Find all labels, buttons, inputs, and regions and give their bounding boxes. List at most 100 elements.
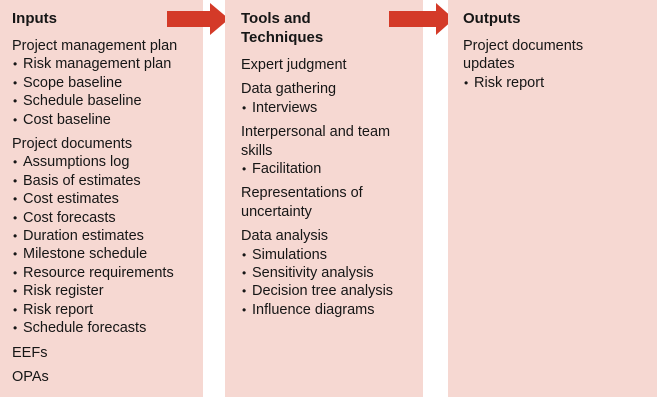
group-lead: Data analysis xyxy=(241,228,329,245)
list-item-label: Sensitivity analysis xyxy=(252,265,374,282)
bullet-icon: • xyxy=(13,94,18,109)
bullet-icon: • xyxy=(242,100,247,115)
bullet-icon: • xyxy=(13,265,18,280)
group-lead: Data gathering xyxy=(241,81,337,98)
group-lead: updates xyxy=(463,56,515,73)
group-lead: OPAs xyxy=(12,368,49,385)
list-item-label: Basis of estimates xyxy=(23,172,141,189)
right-arrow-icon xyxy=(167,3,229,35)
tools-and-techniques-group: Data gathering • Interviews xyxy=(241,80,417,117)
list-item-label: Milestone schedule xyxy=(23,246,148,263)
list-item: • Cost baseline xyxy=(12,111,197,129)
bullet-icon: • xyxy=(13,321,18,336)
list-item-label: Cost baseline xyxy=(23,111,111,128)
heading-line: Inputs xyxy=(12,10,57,27)
bullet-icon: • xyxy=(464,75,469,90)
arrow-shape xyxy=(389,3,454,35)
list-item: • Decision tree analysis xyxy=(241,282,417,300)
group-lead: Expert judgment xyxy=(241,57,347,73)
bullet-icon: • xyxy=(13,173,18,188)
list-item-label: Influence diagrams xyxy=(252,301,375,318)
list-item: • Sensitivity analysis xyxy=(241,264,417,282)
list-item-label: Simulations xyxy=(252,246,327,263)
list-item-label: Risk report xyxy=(23,301,94,318)
list-item: • Cost estimates xyxy=(12,190,197,208)
list-item: • Schedule baseline xyxy=(12,92,197,110)
list-item-label: Schedule baseline xyxy=(23,93,142,110)
bullet-icon: • xyxy=(13,57,18,72)
list-item-label: Assumptions log xyxy=(23,154,130,171)
list-item: • Schedule forecasts xyxy=(12,319,197,337)
group-lead: Project documents xyxy=(12,136,133,153)
list-item: • Influence diagrams xyxy=(241,301,417,319)
list-item: • Duration estimates xyxy=(12,227,197,245)
group-lead: Project management plan xyxy=(12,38,178,54)
list-item-label: Risk report xyxy=(474,74,545,91)
bullet-icon: • xyxy=(13,247,18,262)
bullet-icon: • xyxy=(13,155,18,170)
list-item-label: Resource requirements xyxy=(23,264,174,281)
heading-line: Techniques xyxy=(241,29,324,46)
inputs-group: Project management plan • Risk management … xyxy=(12,37,197,129)
bullet-icon: • xyxy=(242,162,247,177)
bullet-icon: • xyxy=(13,112,18,127)
list-item: • Cost forecasts xyxy=(12,209,197,227)
inputs-group: Project documents • Assumptions log • Basis … xyxy=(12,135,197,337)
list-item: • Assumptions log xyxy=(12,153,197,171)
bullet-icon: • xyxy=(13,302,18,317)
group-lead: skills xyxy=(241,142,273,159)
list-item-label: Schedule forecasts xyxy=(23,320,147,337)
group-lead: Representations of xyxy=(241,185,363,202)
bullet-icon: • xyxy=(242,247,247,262)
arrow-shape xyxy=(167,3,229,35)
list-item: • Basis of estimates xyxy=(12,172,197,190)
list-item-label: Risk register xyxy=(23,283,104,300)
list-item: • Risk report xyxy=(463,74,651,92)
list-item: • Simulations xyxy=(241,246,417,264)
bullet-icon: • xyxy=(242,284,247,299)
outputs-group: Project documents updates • Risk report xyxy=(463,37,651,92)
list-item: • Resource requirements xyxy=(12,264,197,282)
bullet-icon: • xyxy=(13,229,18,244)
group-lead: uncertainty xyxy=(241,203,312,220)
group-lead: Interpersonal and team xyxy=(241,124,391,141)
list-item-label: Cost forecasts xyxy=(23,209,116,226)
bullet-icon: • xyxy=(13,75,18,90)
list-item: • Risk report xyxy=(12,301,197,319)
list-item-label: Facilitation xyxy=(252,161,322,178)
list-item-label: Risk management plan xyxy=(23,56,172,73)
list-item-label: Duration estimates xyxy=(23,228,144,245)
list-item-label: Decision tree analysis xyxy=(252,283,394,300)
list-item-label: Interviews xyxy=(252,99,318,116)
heading-line: Outputs xyxy=(463,10,521,27)
tools-and-techniques-group: Data analysis • Simulations • Sensitivity an… xyxy=(241,227,417,319)
bullet-icon: • xyxy=(13,210,18,225)
inputs-group: EEFs xyxy=(12,344,197,362)
bullet-icon: • xyxy=(13,284,18,299)
list-item: • Milestone schedule xyxy=(12,245,197,263)
inputs-heading: Inputs xyxy=(12,9,197,28)
list-item: • Risk register xyxy=(12,282,197,300)
list-item-label: Scope baseline xyxy=(23,74,123,91)
bullet-icon: • xyxy=(13,192,18,207)
bullet-icon: • xyxy=(242,302,247,317)
group-lead: Project documents xyxy=(463,38,584,54)
list-item: • Interviews xyxy=(241,99,417,117)
list-item: • Facilitation xyxy=(241,160,417,178)
group-lead: EEFs xyxy=(12,344,48,361)
heading-line: Tools and xyxy=(241,10,311,27)
bullet-icon: • xyxy=(242,266,247,281)
list-item: • Risk management plan xyxy=(12,55,197,73)
right-arrow-icon xyxy=(389,3,454,35)
list-item-label: Cost estimates xyxy=(23,191,119,208)
tools-and-techniques-group: Expert judgment xyxy=(241,56,417,74)
list-item: • Scope baseline xyxy=(12,74,197,92)
